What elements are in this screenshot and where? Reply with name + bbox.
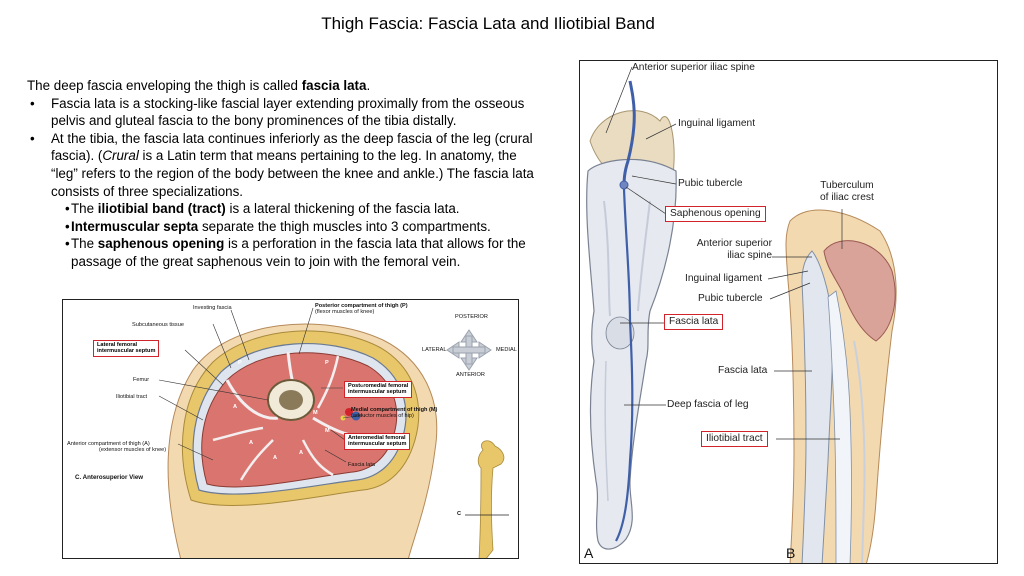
box-iliotibial-tract: Iliotibial tract — [701, 431, 768, 447]
box-lateral-femoral-septum: Lateral femoral intermuscular septum — [93, 340, 159, 357]
compass-anterior: ANTERIOR — [456, 372, 485, 378]
intro-paragraph: The deep fascia enveloping the thigh is … — [27, 77, 547, 95]
label-line: of iliac crest — [820, 192, 874, 204]
label-inguinal-ligament: Inguinal ligament — [678, 118, 755, 130]
sub-bullet-text: separate the thigh muscles into 3 compar… — [198, 219, 491, 234]
label-femur: Femur — [133, 377, 149, 383]
label-line: Tuberculum — [820, 180, 874, 192]
box-line: intermuscular septum — [348, 441, 406, 447]
bullet-item: At the tibia, the fascia lata continues … — [27, 130, 547, 200]
cross-section-illustration — [63, 300, 519, 559]
sub-bullet-item: The iliotibial band (tract) is a lateral… — [27, 200, 547, 218]
label-anterior-superior-iliac-spine: Anterior superior iliac spine — [632, 62, 755, 74]
sub-bullet-list: The iliotibial band (tract) is a lateral… — [27, 200, 547, 270]
sub-bullet-item: The saphenous opening is a perforation i… — [27, 235, 547, 270]
orientation-compass — [447, 330, 491, 370]
panel-a-limb — [587, 81, 677, 549]
section-marker: C — [457, 511, 461, 517]
panel-label-a: A — [584, 545, 593, 561]
compass-medial: MEDIAL — [496, 347, 517, 353]
label-line: (flexor muscles of knee) — [315, 309, 408, 315]
compartment-letter: A — [299, 450, 303, 456]
box-anteromedial-septum: Anteromedial femoral intermuscular septu… — [344, 433, 410, 450]
bullet-item: Fascia lata is a stocking-like fascial l… — [27, 95, 547, 130]
box-fascia-lata: Fascia lata — [664, 314, 723, 330]
sub-bullet-item: Intermuscular septa separate the thigh m… — [27, 218, 547, 236]
sub-bullet-text: The — [71, 201, 98, 216]
label-inguinal-ligament-b: Inguinal ligament — [685, 273, 762, 285]
compartment-letter: P — [325, 360, 329, 366]
label-tuberculum-iliac-crest: Tuberculum of iliac crest — [820, 180, 874, 204]
label-deep-fascia-of-leg: Deep fascia of leg — [667, 399, 749, 411]
sub-bullet-text: The — [71, 236, 98, 251]
view-caption: C. Anterosuperior View — [75, 475, 143, 481]
label-line: iliac spine — [688, 250, 772, 262]
label-asis-b: Anterior superior iliac spine — [688, 238, 772, 262]
compartment-letter: A — [249, 440, 253, 446]
box-line: intermuscular septum — [97, 348, 155, 354]
compartment-letter: M — [313, 410, 318, 416]
compartment-letter: P — [238, 360, 242, 366]
label-investing-fascia: Investing fascia — [193, 305, 232, 311]
compass-posterior: POSTERIOR — [455, 314, 488, 320]
label-anterior-compartment: Anterior compartment of thigh (A) (exten… — [67, 441, 166, 454]
label-line: (extensor muscles of knee) — [67, 447, 166, 453]
label-iliotibial-tract: Iliotibial tract — [116, 394, 147, 400]
label-medial-compartment: Medial compartment of thigh (M) (adducto… — [351, 407, 437, 420]
label-posterior-compartment: Posterior compartment of thigh (P) (flex… — [315, 303, 408, 316]
thigh-cross-section-figure: Investing fascia Subcutaneous tissue Lat… — [62, 299, 519, 559]
body-text: The deep fascia enveloping the thigh is … — [27, 77, 547, 271]
term-intermuscular-septa: Intermuscular septa — [71, 219, 198, 234]
label-fascia-lata: Fascia lata — [348, 462, 375, 468]
term-saphenous-opening: saphenous opening — [98, 236, 224, 251]
panel-b-thigh — [786, 210, 896, 564]
label-line: (adductor muscles of hip) — [351, 413, 437, 419]
box-posteromedial-septum: Posteromedial femoral intermuscular sept… — [344, 381, 412, 398]
intro-end: . — [366, 78, 370, 93]
femur-inset-illustration — [465, 441, 509, 559]
compartment-letter: A — [273, 455, 277, 461]
label-fascia-lata-b: Fascia lata — [718, 365, 767, 377]
panel-label-b: B — [786, 545, 795, 561]
box-line: intermuscular septum — [348, 389, 408, 395]
crural-term: Crural — [102, 148, 138, 163]
compartment-letter: A — [233, 404, 237, 410]
leg-fascia-figure: Anterior superior iliac spine Inguinal l… — [579, 60, 998, 564]
term-iliotibial-band: iliotibial band (tract) — [98, 201, 226, 216]
label-pubic-tubercle-b: Pubic tubercle — [698, 293, 763, 305]
sub-bullet-text: is a lateral thickening of the fascia la… — [226, 201, 460, 216]
label-line: Anterior superior — [688, 238, 772, 250]
leg-illustration — [580, 61, 998, 564]
intro-text: The deep fascia enveloping the thigh is … — [27, 78, 302, 93]
compartment-letter: P — [361, 382, 365, 388]
compartment-letter: M — [325, 428, 330, 434]
bullet-list: Fascia lata is a stocking-like fascial l… — [27, 95, 547, 201]
box-saphenous-opening: Saphenous opening — [665, 206, 766, 222]
slide-title: Thigh Fascia: Fascia Lata and Iliotibial… — [0, 14, 976, 34]
bullet-text: Fascia lata is a stocking-like fascial l… — [51, 96, 524, 129]
label-pubic-tubercle: Pubic tubercle — [678, 178, 743, 190]
intro-term: fascia lata — [302, 78, 367, 93]
compass-lateral: LATERAL — [422, 347, 446, 353]
label-subcutaneous-tissue: Subcutaneous tissue — [132, 322, 184, 328]
